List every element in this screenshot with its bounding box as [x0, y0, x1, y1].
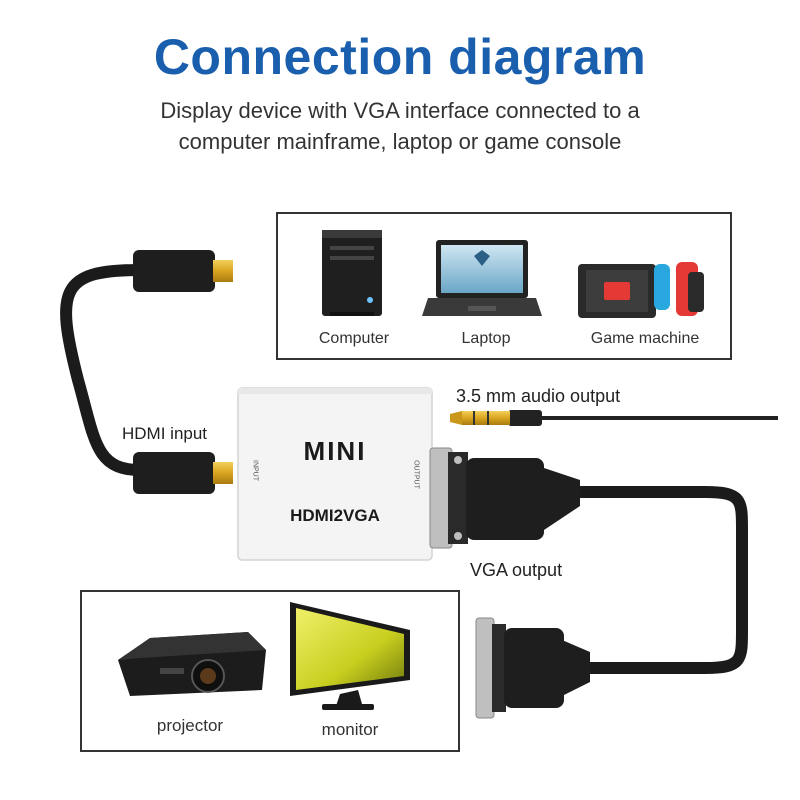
game-console-icon — [578, 262, 704, 318]
subtitle-line-2: computer mainframe, laptop or game conso… — [178, 129, 622, 154]
hdmi-input-callout: HDMI input — [122, 424, 208, 443]
vga-connector-display — [475, 617, 590, 719]
adapter-input-port-label: INPUT — [251, 460, 259, 481]
projector-icon — [118, 632, 266, 696]
monitor-icon — [290, 602, 410, 710]
page-title: Connection diagram — [153, 29, 647, 85]
game-machine-label: Game machine — [590, 330, 700, 347]
vga-connector-adapter — [429, 447, 580, 549]
audio-jack — [450, 410, 778, 426]
adapter-output-port-label: OUTPUT — [412, 460, 420, 489]
hdmi-connector-top — [133, 250, 233, 292]
adapter-body — [237, 387, 433, 561]
subtitle-line-1: Display device with VGA interface connec… — [160, 98, 640, 123]
hdmi-cable — [60, 264, 146, 476]
adapter-brand: MINI — [303, 436, 367, 466]
monitor-label: monitor — [321, 720, 379, 739]
vga-cable — [545, 486, 748, 674]
computer-tower-icon — [322, 230, 382, 316]
laptop-icon — [422, 240, 542, 316]
projector-label: projector — [156, 716, 224, 735]
adapter-model: HDMI2VGA — [290, 506, 380, 525]
audio-output-callout: 3.5 mm audio output — [456, 386, 621, 406]
vga-output-callout: VGA output — [470, 560, 563, 580]
laptop-label: Laptop — [461, 330, 511, 347]
hdmi-connector-bottom — [133, 452, 233, 494]
computer-label: Computer — [318, 330, 390, 347]
